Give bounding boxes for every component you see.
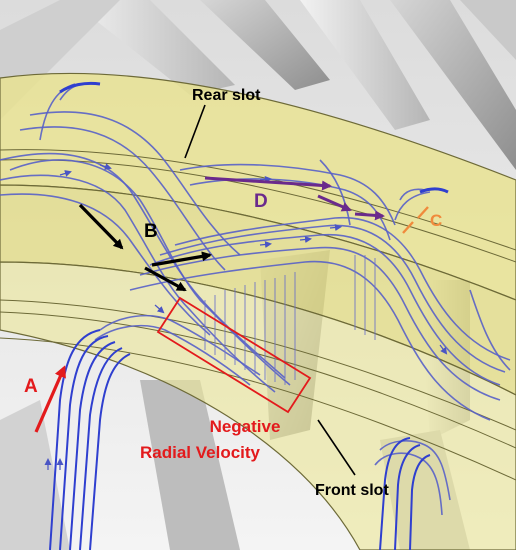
streamline (29, 111, 241, 256)
front-slot-label: Front slot (315, 482, 389, 499)
slot-edge-1 (0, 149, 516, 251)
streamline (319, 159, 351, 226)
inflow-line (69, 341, 116, 550)
rear-slot-label: Rear slot (192, 87, 261, 104)
blade-9 (140, 380, 240, 550)
negative-radial-velocity-box (156, 296, 312, 414)
d-arrow-3 (354, 210, 385, 221)
top-jet-line (59, 81, 101, 94)
streamline (179, 163, 396, 226)
flow-arrow (59, 170, 72, 177)
label-a: A (24, 376, 38, 397)
label-b: B (144, 221, 158, 242)
label-c: C (430, 211, 442, 230)
blade-4 (390, 0, 516, 170)
inflow-line (59, 335, 109, 550)
flow-arrow (299, 236, 312, 243)
b-arrow-3 (151, 251, 212, 267)
a-arrow (34, 365, 66, 433)
flow-arrow (259, 176, 272, 183)
blade-1 (70, 0, 235, 95)
flow-arrow (439, 344, 448, 355)
streamline (469, 289, 511, 371)
radial-drops (204, 255, 376, 385)
streamline (139, 246, 501, 401)
streamline (129, 260, 491, 421)
right-jet-line (419, 187, 449, 194)
inflow-lines (49, 81, 449, 550)
streamline (379, 440, 451, 501)
inflow-line (379, 437, 411, 550)
c-arrows (402, 206, 429, 234)
inflow-line (79, 347, 123, 550)
front-slot-leader (317, 419, 356, 476)
streamline (0, 193, 211, 336)
inflow-line (394, 444, 421, 550)
b-arrows (78, 203, 212, 292)
b-arrow-2 (144, 266, 187, 292)
streamline (0, 152, 286, 379)
streamline (394, 191, 431, 221)
streamline (159, 224, 506, 373)
label-d: D (254, 191, 268, 212)
d-arrow-2 (317, 194, 352, 212)
flow-arrowheads (44, 163, 448, 470)
flow-arrow (99, 163, 112, 170)
streamline (149, 233, 501, 386)
front-slot-band (0, 261, 516, 550)
streamline (94, 324, 251, 386)
negative-label-line2: Radial Velocity (140, 443, 261, 462)
c-dash-1 (402, 221, 414, 234)
rear-slot-leader (184, 104, 206, 159)
streamline (19, 126, 226, 271)
negative-label-line1: Negative (210, 417, 281, 436)
streamline (374, 452, 443, 516)
d-arrows (204, 176, 385, 221)
inflow-line (409, 454, 431, 550)
inflow-line (89, 353, 131, 550)
flow-arrow (154, 304, 165, 314)
streamline (0, 174, 276, 393)
blade-2 (200, 0, 330, 90)
flow-arrow (329, 224, 342, 231)
flow-arrow (259, 241, 272, 248)
b-arrow-1 (78, 203, 124, 250)
blade-3 (300, 0, 430, 130)
inflow-line (49, 329, 101, 550)
streamline (174, 216, 511, 361)
c-dash-2 (417, 206, 429, 219)
slot-edge-4 (0, 311, 516, 449)
blade-5 (460, 0, 516, 60)
d-arrow-1 (204, 176, 332, 191)
